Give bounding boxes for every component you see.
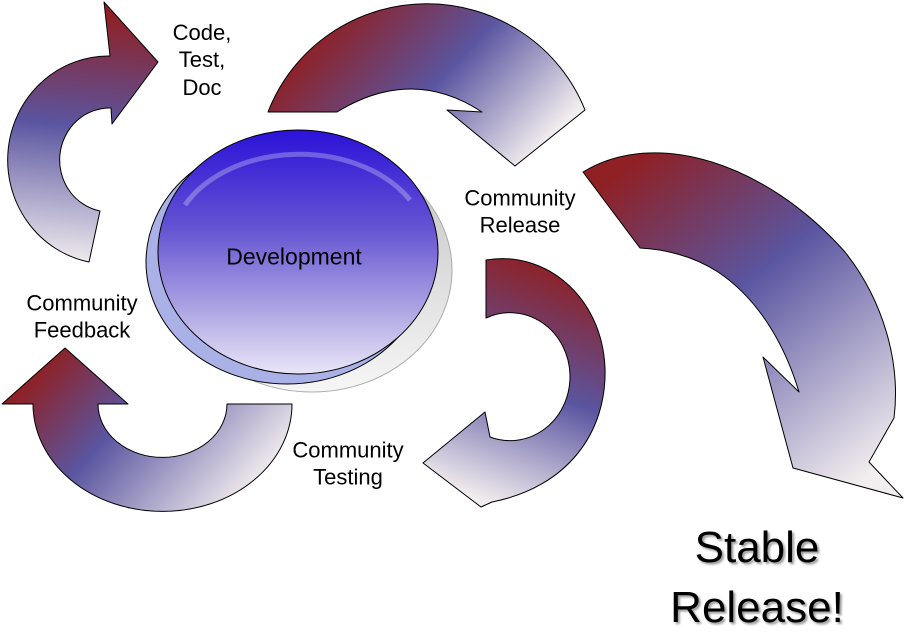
label-stable-release: Stable Release! [670,523,844,632]
arrow-release-to-testing-icon [422,258,606,508]
development-circle-bevel [182,151,412,207]
arrow-feedback-to-code-icon [7,1,159,263]
label-development: Development [226,243,362,270]
label-community-release: Community Release [464,185,576,238]
label-community-testing: Community Testing [292,437,404,490]
arrow-code-to-release-icon [267,3,586,167]
arrow-testing-to-feedback-icon [1,347,293,512]
label-code-test-doc: Code, Test, Doc [172,20,232,100]
development-circle [157,129,439,375]
label-community-feedback: Community Feedback [26,290,138,343]
arrow-release-to-stable-icon [582,152,904,499]
